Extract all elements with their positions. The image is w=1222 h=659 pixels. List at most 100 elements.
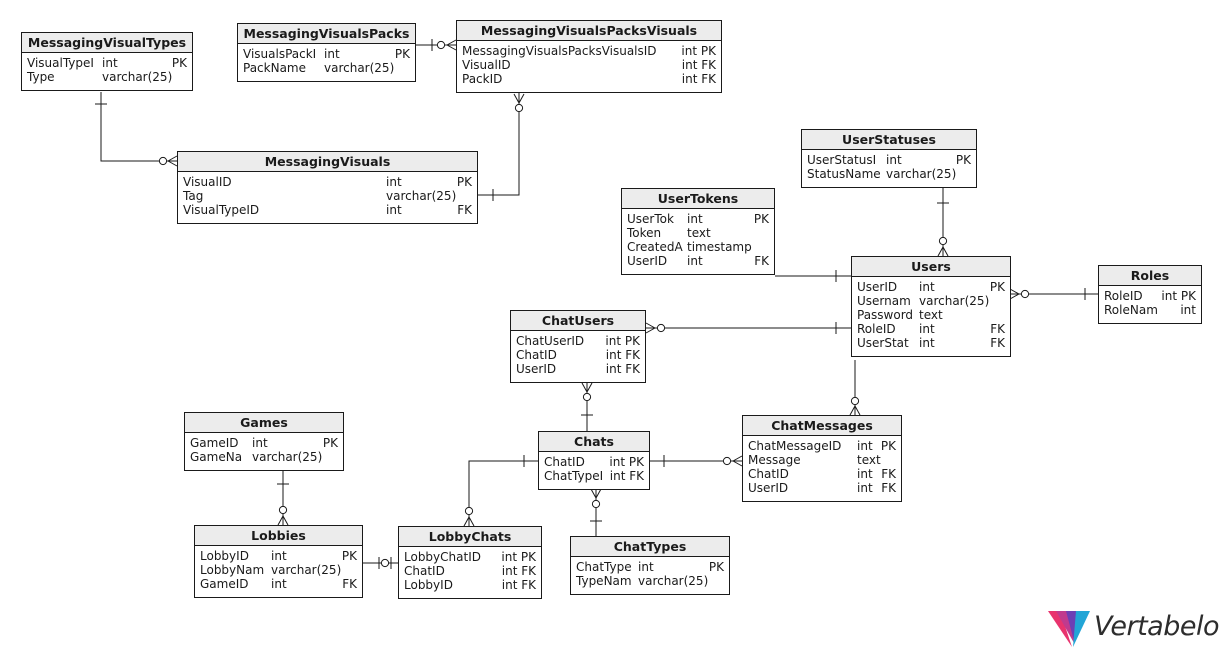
column-name: ChatMessageID	[748, 439, 842, 453]
many-marker	[937, 246, 944, 257]
column-type: int	[252, 436, 268, 450]
column-row[interactable]: LobbyNam varchar(25)	[195, 563, 362, 577]
column-type: int FK	[501, 564, 536, 578]
table-title: ChatTypes	[571, 537, 729, 557]
optional-marker	[591, 499, 601, 509]
column-name: RoleID	[1104, 289, 1143, 303]
column-key: FK	[342, 577, 357, 591]
table-title: Users	[852, 257, 1010, 277]
many-marker	[513, 93, 520, 104]
table-title: MessagingVisuals	[178, 152, 477, 172]
column-key: FK	[881, 481, 896, 495]
column-name: ChatID	[748, 467, 789, 481]
column-name: UserID	[516, 362, 557, 376]
column-name: LobbyNam	[200, 563, 265, 577]
column-type: timestamp	[687, 240, 752, 254]
many-marker	[645, 322, 656, 329]
column-type: int FK	[609, 469, 644, 483]
column-type: int FK	[681, 58, 716, 72]
table-title: ChatMessages	[743, 416, 901, 436]
column-key: PK	[753, 212, 769, 226]
column-type: int PK	[681, 44, 716, 58]
column-name: StatusName	[807, 167, 881, 181]
column-type: varchar(25)	[252, 450, 323, 464]
column-name: PackName	[243, 61, 306, 75]
optional-marker	[850, 396, 860, 406]
many-marker	[167, 155, 178, 162]
column-type: int	[386, 203, 402, 217]
table-title: Games	[185, 413, 343, 433]
column-name: LobbyChatID	[404, 550, 481, 564]
many-marker	[581, 382, 588, 393]
many-marker	[468, 516, 475, 527]
column-type: varchar(25)	[271, 563, 342, 577]
table-title: MessagingVisualsPacks	[238, 24, 415, 44]
column-type: int	[271, 577, 287, 591]
column-name: GameID	[190, 436, 239, 450]
column-type: int	[386, 175, 402, 189]
optional-marker	[1020, 289, 1030, 299]
